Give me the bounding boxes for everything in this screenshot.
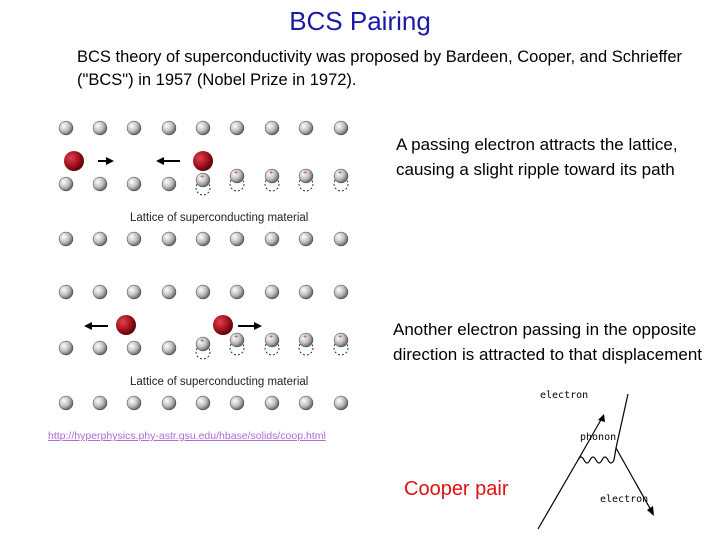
lattice-ion — [58, 120, 74, 136]
lattice-diagram-top: + + + + + — [58, 120, 349, 247]
lattice-ion — [92, 395, 108, 411]
lattice-ion — [195, 395, 211, 411]
lattice-ion — [161, 231, 177, 247]
lattice-diagram-bottom: + + + + + — [58, 284, 349, 411]
lattice-panel-bottom: + + + + + Lattice of superconducting materia… — [44, 276, 366, 426]
lattice-ion — [333, 395, 349, 411]
lattice-ion — [126, 395, 142, 411]
lattice-ion — [333, 120, 349, 136]
lattice-ion — [161, 340, 177, 356]
lattice-panel-top: + + + + + Lattice of superconducting materia… — [44, 112, 366, 262]
lattice-ion — [298, 120, 314, 136]
lattice-ion — [58, 176, 74, 192]
phonon-wave — [577, 447, 617, 464]
arrow-right-head — [106, 157, 114, 165]
electron-right — [213, 315, 233, 335]
lattice-ion — [298, 231, 314, 247]
feynman-label-electron-bottom: electron — [600, 494, 648, 505]
lattice-ion — [126, 284, 142, 300]
plus-charge-icon: + — [269, 170, 273, 177]
lattice-ion — [195, 120, 211, 136]
lattice-ion — [229, 395, 245, 411]
lattice-ion — [58, 395, 74, 411]
lattice-ion — [92, 120, 108, 136]
lattice-ion — [126, 120, 142, 136]
displaced-ion — [298, 168, 314, 184]
lattice-ion — [333, 231, 349, 247]
lattice-ion — [229, 120, 245, 136]
displaced-ion — [264, 168, 280, 184]
lattice-ion — [298, 284, 314, 300]
lattice-ion — [264, 284, 280, 300]
lattice-ion — [333, 284, 349, 300]
plus-charge-icon: + — [269, 334, 273, 341]
description-bottom: Another electron passing in the opposite… — [393, 320, 702, 364]
electron-left — [64, 151, 84, 171]
lattice-ion — [92, 231, 108, 247]
cooper-pair-label: Cooper pair — [404, 478, 509, 500]
electron-line-left-upper — [577, 417, 603, 461]
lattice-ion — [58, 231, 74, 247]
electron-line-right-upper — [615, 393, 629, 449]
feynman-diagram: electron phonon electron — [537, 390, 654, 530]
lattice-ion — [264, 231, 280, 247]
lattice-ion — [126, 176, 142, 192]
displaced-ion — [195, 336, 211, 352]
lattice-ion — [229, 231, 245, 247]
displaced-ion — [229, 168, 245, 184]
feynman-label-electron-top: electron — [540, 390, 588, 401]
arrow-left-head — [156, 157, 164, 165]
plus-charge-icon: + — [200, 338, 204, 345]
lattice-ion — [264, 395, 280, 411]
description-top: A passing electron attracts the lattice,… — [396, 135, 678, 179]
lattice-ion — [264, 120, 280, 136]
plus-charge-icon: + — [338, 334, 342, 341]
slide-title: BCS Pairing — [289, 6, 431, 36]
plus-charge-icon: + — [303, 334, 307, 341]
electron-arrow-down — [647, 506, 654, 516]
lattice-ion — [161, 284, 177, 300]
source-link[interactable]: http://hyperphysics.phy-astr.gsu.edu/hba… — [48, 430, 326, 442]
lattice-ion — [161, 395, 177, 411]
plus-charge-icon: + — [234, 170, 238, 177]
plus-charge-icon: + — [338, 170, 342, 177]
lattice-ion — [58, 340, 74, 356]
lattice-ion — [92, 340, 108, 356]
feynman-label-phonon: phonon — [580, 432, 616, 443]
electron-arrow-up — [598, 414, 605, 422]
arrow-left-head — [84, 322, 92, 330]
lattice-ion — [126, 231, 142, 247]
panel-bottom-label: Lattice of superconducting material — [130, 376, 309, 388]
lattice-ion — [161, 120, 177, 136]
electron-line-left-lower — [537, 459, 579, 530]
intro-text: BCS theory of superconductivity was prop… — [77, 48, 683, 89]
electron-left — [116, 315, 136, 335]
plus-charge-icon: + — [303, 170, 307, 177]
displaced-ion — [264, 332, 280, 348]
panel-top-label: Lattice of superconducting material — [130, 212, 309, 224]
electron-right — [193, 151, 213, 171]
arrow-right-head — [254, 322, 262, 330]
displaced-ion — [333, 332, 349, 348]
lattice-ion — [195, 284, 211, 300]
plus-charge-icon: + — [234, 334, 238, 341]
lattice-ion — [92, 176, 108, 192]
lattice-ion — [195, 231, 211, 247]
plus-charge-icon: + — [200, 174, 204, 181]
lattice-ion — [298, 395, 314, 411]
displaced-ion — [229, 332, 245, 348]
displaced-ion — [333, 168, 349, 184]
electron-line-right-lower — [615, 447, 653, 513]
lattice-ion — [126, 340, 142, 356]
lattice-ion — [92, 284, 108, 300]
lattice-ion — [229, 284, 245, 300]
lattice-ion — [58, 284, 74, 300]
displaced-ion — [298, 332, 314, 348]
lattice-ion — [161, 176, 177, 192]
displaced-ion — [195, 172, 211, 188]
